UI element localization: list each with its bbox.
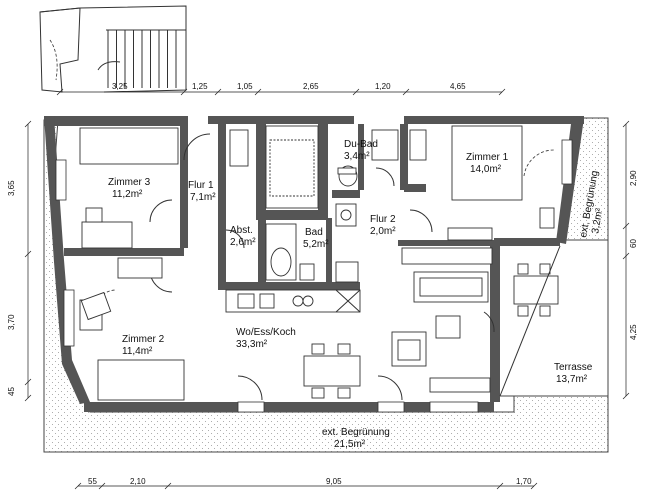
room-flur1-name: Flur 1: [188, 180, 214, 191]
dimension-ticks: [24, 88, 630, 490]
room-zimmer2-area: 11,4m²: [122, 346, 153, 357]
dimension-tick: [180, 88, 188, 96]
dim-top-5: 1,20: [375, 82, 391, 91]
dimension-tick: [622, 222, 630, 230]
room-begruenung-unten-name: ext. Begrünung: [322, 427, 390, 438]
dimension-tick: [56, 88, 64, 96]
dim-left-1: 3,65: [7, 180, 16, 196]
dimension-tick: [352, 88, 360, 96]
room-flur1-area: 7,1m²: [190, 192, 216, 203]
dim-left-3: 45: [7, 387, 16, 396]
dimension-tick: [402, 88, 410, 96]
dim-bottom-4: 1,70: [516, 477, 532, 486]
room-dubad-area: 3,4m²: [344, 151, 370, 162]
dimension-tick: [496, 482, 504, 490]
dimension-tick: [24, 250, 32, 258]
dimension-tick: [214, 88, 222, 96]
staircase: [39, 5, 187, 93]
room-flur2-area: 2,0m²: [370, 226, 396, 237]
dimension-tick: [254, 88, 262, 96]
dim-top-3: 1,05: [237, 82, 253, 91]
dim-bottom-2: 2,10: [130, 477, 146, 486]
room-terrasse-area: 13,7m²: [556, 374, 588, 385]
dimension-tick: [98, 482, 106, 490]
room-abst-area: 2,6m²: [230, 237, 256, 248]
dim-right-2: 60: [629, 239, 638, 248]
dim-top-4: 2,65: [303, 82, 319, 91]
dimension-tick: [24, 394, 32, 402]
room-bad-name: Bad: [305, 227, 323, 238]
room-begruenung-rechts-area: 3,2m²: [590, 207, 605, 235]
room-bad-area: 5,2m²: [303, 239, 329, 250]
dim-top-1: 3,25: [112, 82, 128, 91]
dim-left-2: 3,70: [7, 314, 16, 330]
dim-bottom-3: 9,05: [326, 477, 342, 486]
interior-walls: [64, 116, 494, 290]
dimension-tick: [622, 392, 630, 400]
dimension-tick: [622, 120, 630, 128]
dimension-tick: [74, 482, 82, 490]
room-zimmer2-name: Zimmer 2: [122, 334, 165, 345]
room-begruenung-unten-area: 21,5m²: [334, 439, 366, 450]
dim-bottom-1: 55: [88, 477, 97, 486]
dimension-tick: [164, 482, 172, 490]
room-wohnen-name: Wo/Ess/Koch: [236, 327, 296, 338]
room-zimmer3-name: Zimmer 3: [108, 177, 151, 188]
room-flur2-name: Flur 2: [370, 214, 396, 225]
room-terrasse-name: Terrasse: [554, 362, 593, 373]
dim-right-3: 4,25: [629, 324, 638, 340]
room-wohnen-area: 33,3m²: [236, 339, 268, 350]
dim-top-6: 4,65: [450, 82, 466, 91]
room-dubad-name: Du-Bad: [344, 139, 378, 150]
dim-top-2: 1,25: [192, 82, 208, 91]
room-abst-name: Abst.: [230, 225, 253, 236]
dimension-tick: [24, 378, 32, 386]
dim-right-1: 2,90: [629, 170, 638, 186]
dimension-tick: [530, 482, 538, 490]
dimension-tick: [498, 88, 506, 96]
dimension-tick: [24, 120, 32, 128]
dimension-tick: [622, 252, 630, 260]
dimension-lines: [27, 91, 627, 487]
room-zimmer1-name: Zimmer 1: [466, 152, 509, 163]
furniture: [79, 125, 561, 401]
room-zimmer1-area: 14,0m²: [470, 164, 502, 175]
windows: [55, 139, 573, 413]
room-zimmer3-area: 11,2m²: [112, 189, 143, 200]
